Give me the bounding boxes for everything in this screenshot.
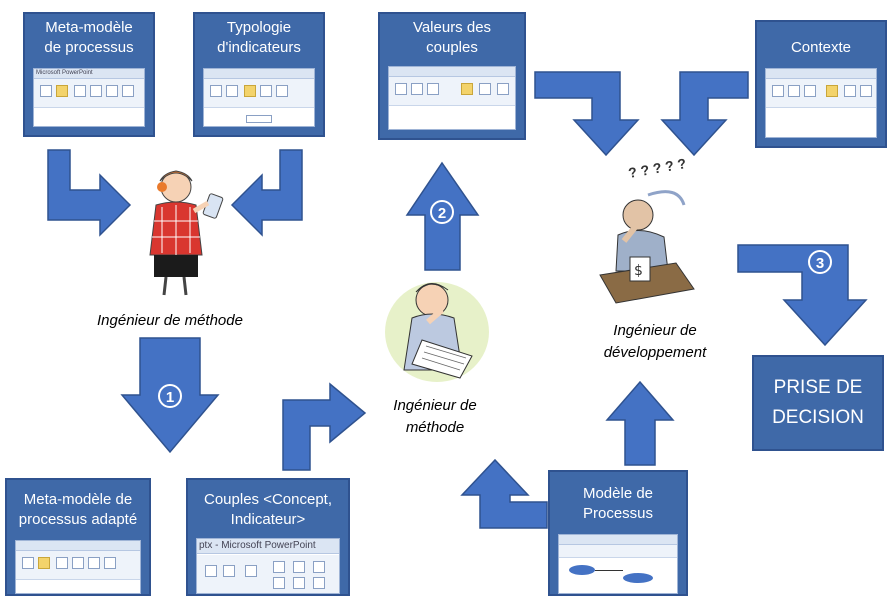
box-typologie-label: Typologie d'indicateurs <box>217 19 301 56</box>
screenshot-thumbnail <box>765 68 877 138</box>
arrow-metamodele-to-engineer <box>47 149 132 237</box>
screenshot-thumbnail <box>15 540 141 594</box>
box-modele-processus-label: Modèle de Processus <box>582 485 654 522</box>
arrow-step-three <box>737 244 868 347</box>
box-decision: PRISE DE DECISION <box>752 355 884 451</box>
svg-text:$: $ <box>634 263 643 279</box>
box-typologie: Typologie d'indicateurs <box>193 12 325 137</box>
box-meta-modele: Meta-modèle de processus Microsoft Power… <box>23 12 155 137</box>
arrow-couples-to-engineer <box>282 382 367 471</box>
screenshot-thumbnail: ptx - Microsoft PowerPoint <box>196 538 340 594</box>
box-couples: Couples <Concept, Indicateur> ptx - Micr… <box>186 478 350 596</box>
arrow-modele-to-engineer <box>460 458 548 529</box>
thumbnail-caption: Microsoft PowerPoint <box>36 70 93 76</box>
thumbnail-caption: ptx - Microsoft PowerPoint <box>199 540 316 551</box>
box-contexte: Contexte <box>755 20 887 148</box>
box-meta-adapte-label: Meta-modèle de processus adapté <box>18 491 138 528</box>
caption-ingenieur-methode-left: Ingénieur de méthode <box>97 312 243 329</box>
box-contexte-label: Contexte <box>790 39 852 56</box>
box-meta-modele-label: Meta-modèle de processus <box>44 19 134 56</box>
screenshot-thumbnail: Microsoft PowerPoint <box>33 68 145 127</box>
screenshot-thumbnail <box>558 534 678 594</box>
step-one-badge: 1 <box>158 384 182 408</box>
caption-ingenieur-methode-center: Ingénieur de méthode <box>393 397 477 436</box>
arrow-typologie-to-engineer <box>230 149 303 237</box>
screenshot-thumbnail <box>388 66 516 130</box>
box-valeurs-label: Valeurs des couples <box>412 19 492 56</box>
step-two-badge: 2 <box>430 200 454 224</box>
writing-man-icon <box>385 282 489 382</box>
arrow-valeurs-to-dev <box>534 71 640 157</box>
caption-ingenieur-dev: Ingénieur de développement <box>603 322 707 361</box>
box-modele-processus: Modèle de Processus <box>548 470 688 596</box>
thinking-man-icon: $ <box>599 190 695 304</box>
box-couples-label: Couples <Concept, Indicateur> <box>204 491 332 528</box>
screenshot-thumbnail <box>203 68 315 127</box>
step-three-badge: 3 <box>808 250 832 274</box>
arrow-contexte-to-dev <box>660 71 749 157</box>
box-meta-adapte: Meta-modèle de processus adapté <box>5 478 151 596</box>
arrow-modele-to-dev <box>605 380 675 466</box>
box-valeurs: Valeurs des couples <box>378 12 526 140</box>
woman-engineer-icon <box>149 170 224 296</box>
